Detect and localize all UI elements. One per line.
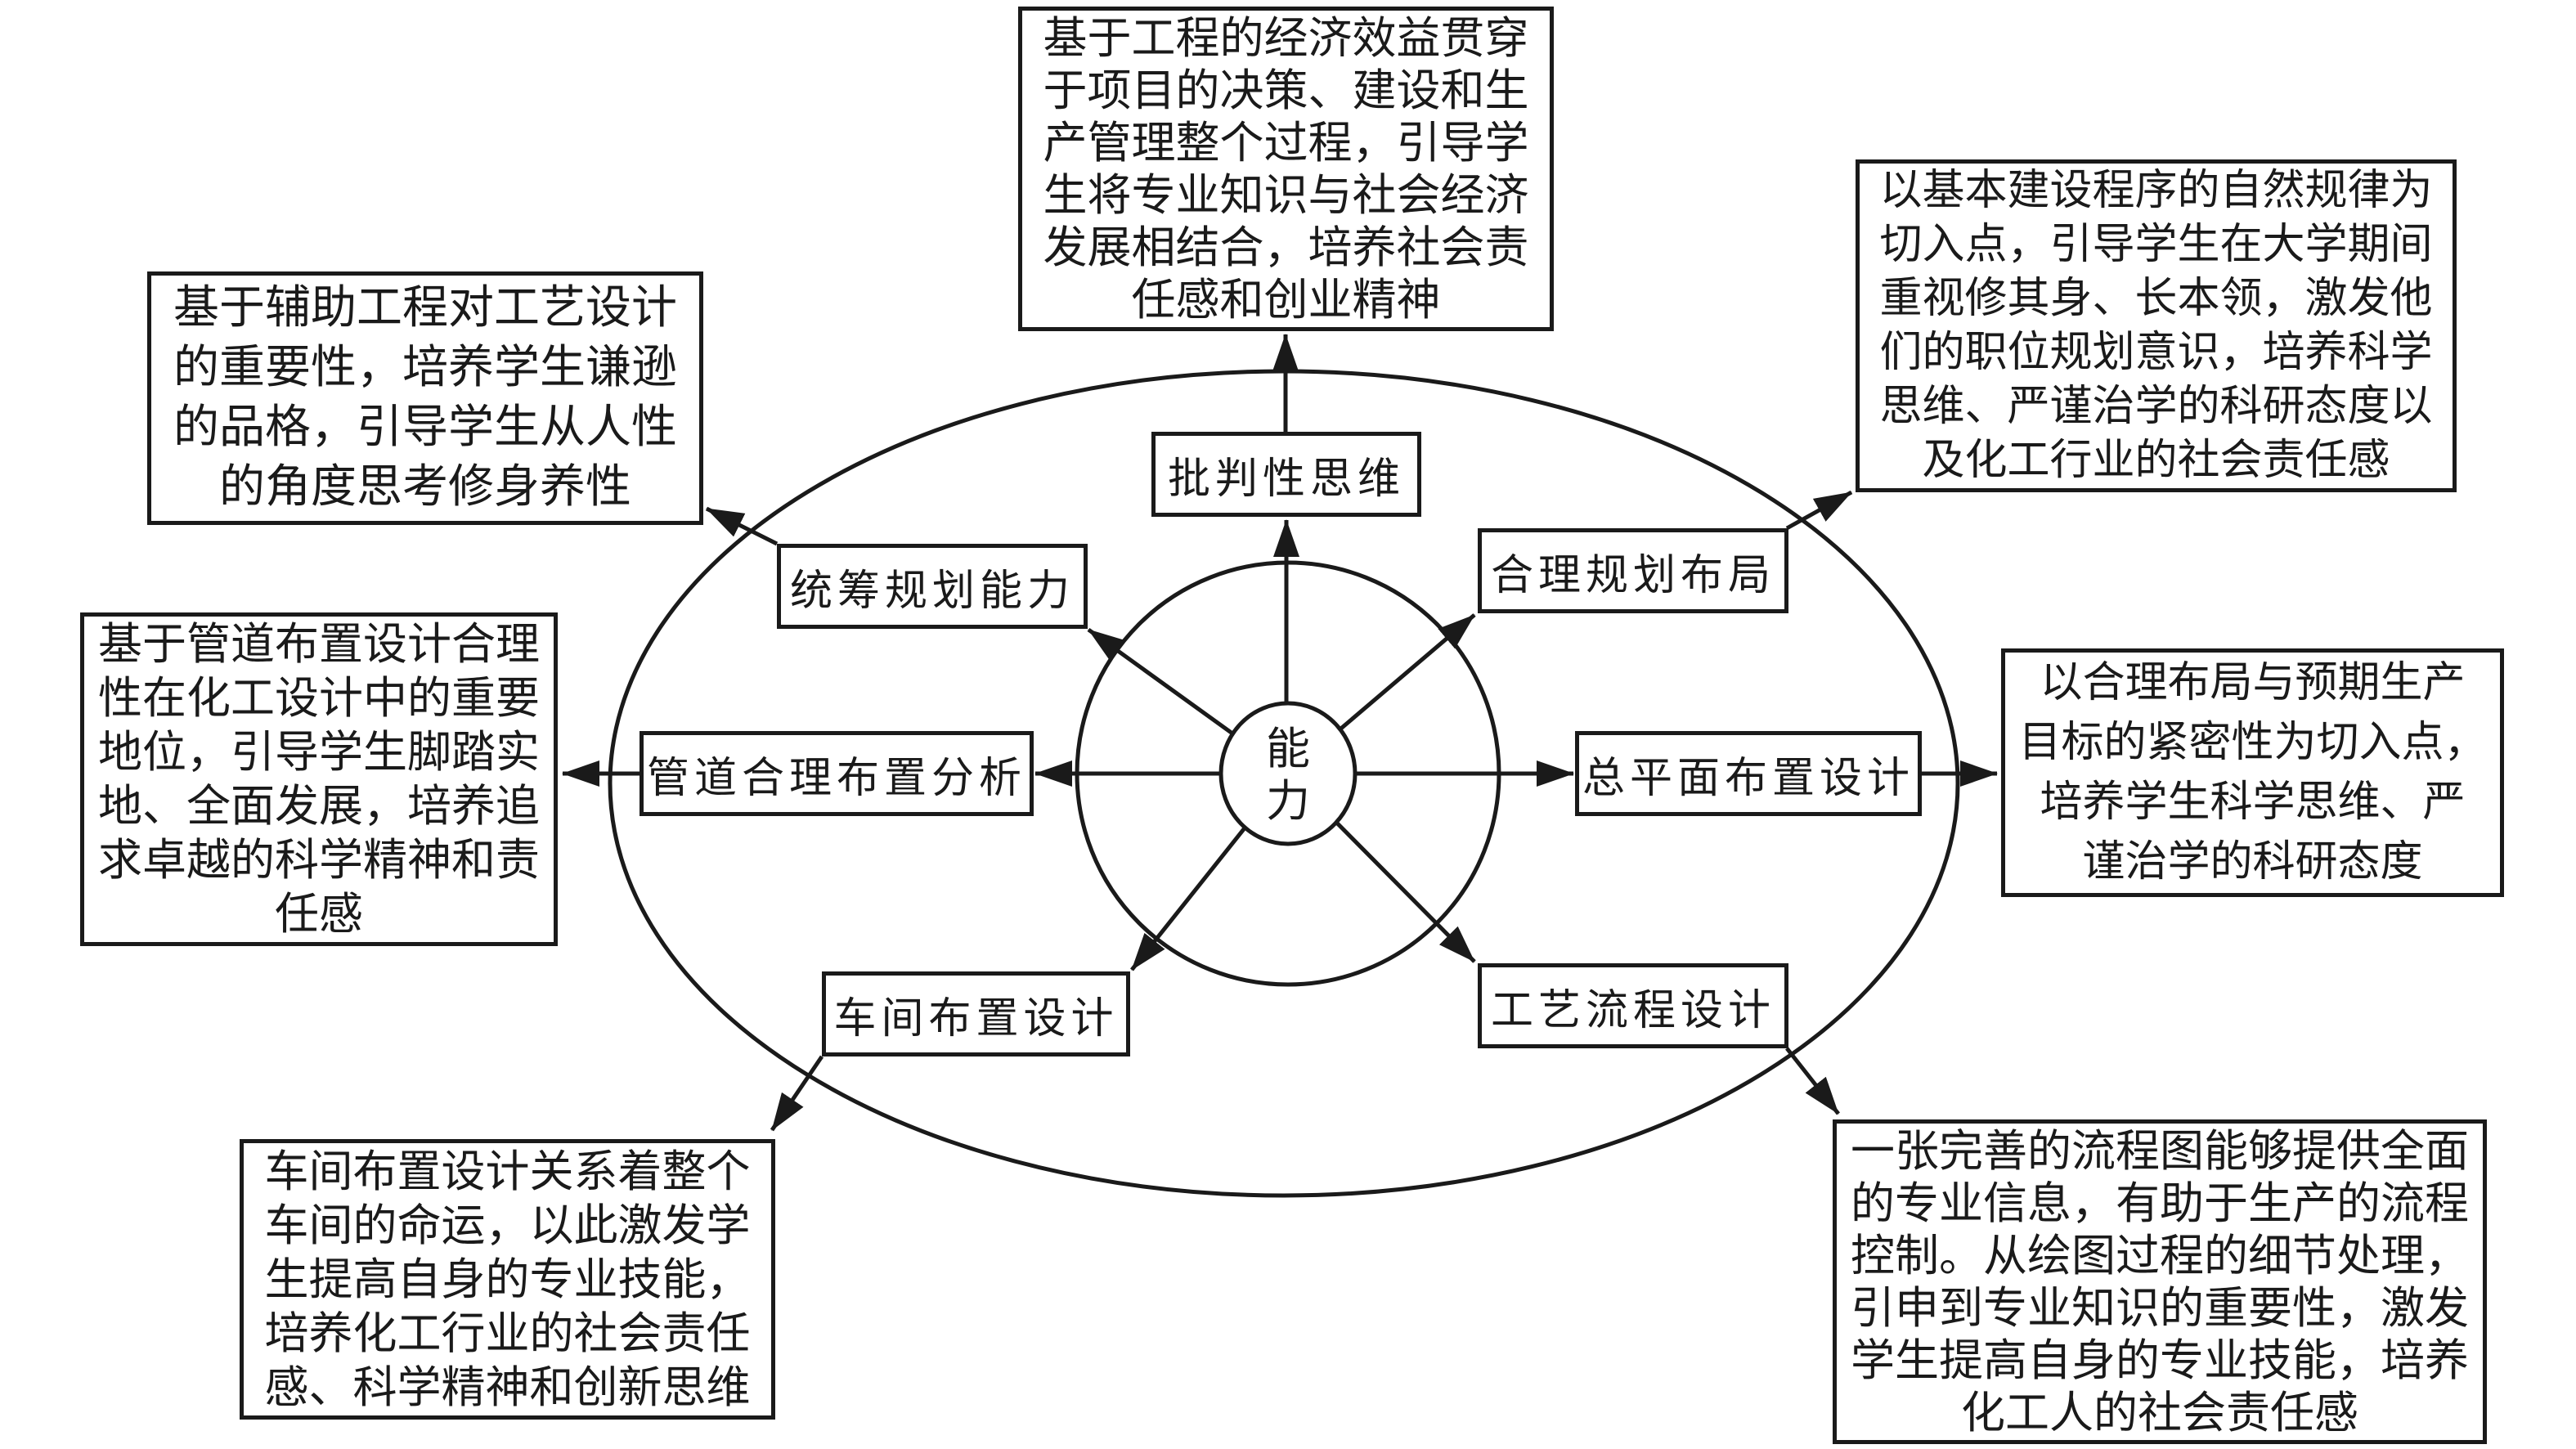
note-right: 以合理布局与预期生产 目标的紧密性为切入点， 培养学生科学思维、严 谨治学的科研… [2001,648,2504,897]
node-to-note-arrows [562,334,1998,1132]
note-bottom-left: 车间布置设计关系着整个 车间的命运，以此激发学 生提高自身的专业技能， 培养化工… [240,1139,775,1420]
arrow-workshop-to-bottomleft-note [770,1055,824,1132]
note-top: 基于工程的经济效益贯穿 于项目的决策、建设和生 产管理整个过程，引导学 生将专业… [1018,7,1554,331]
node-overall-planning: 统筹规划能力 [777,544,1088,629]
node-rational-layout-label: 合理规划布局 [1490,552,1775,599]
node-critical-thinking-label: 批判性思维 [1167,455,1405,503]
node-pipeline-analysis: 管道合理布置分析 [640,731,1034,816]
node-workshop-layout: 车间布置设计 [822,971,1130,1056]
node-critical-thinking: 批判性思维 [1151,432,1421,517]
ability-bubble [1218,701,1358,846]
ability-label: 能 力 [1266,724,1310,826]
arrow-layout-to-topright-note [1785,490,1853,531]
node-overall-planning-label: 统筹规划能力 [789,567,1075,615]
arrow-process-to-bottomright-note [1785,1047,1840,1115]
note-top-right: 以基本建设程序的自然规律为 切入点，引导学生在大学期间 重视修其身、长本领，激发… [1856,159,2457,492]
node-process-flow-design: 工艺流程设计 [1478,963,1788,1048]
node-pipeline-analysis-label: 管道合理布置分析 [646,755,1026,802]
node-process-flow-design-label: 工艺流程设计 [1490,987,1775,1034]
node-plot-plan-design-label: 总平面布置设计 [1582,755,1914,802]
note-bottom-right: 一张完善的流程图能够提供全面 的专业信息，有助于生产的流程 控制。从绘图过程的细… [1833,1119,2487,1444]
arrow-planning-to-topleft-note [705,506,779,546]
node-workshop-layout-label: 车间布置设计 [833,995,1119,1043]
node-rational-layout: 合理规划布局 [1478,528,1788,613]
note-top-left: 基于辅助工程对工艺设计 的重要性，培养学生谦逊 的品格，引导学生从人性 的角度思… [147,271,703,525]
note-left: 基于管道布置设计合理 性在化工设计中的重要 地位，引导学生脚踏实 地、全面发展，… [80,612,558,946]
node-plot-plan-design: 总平面布置设计 [1575,731,1922,816]
